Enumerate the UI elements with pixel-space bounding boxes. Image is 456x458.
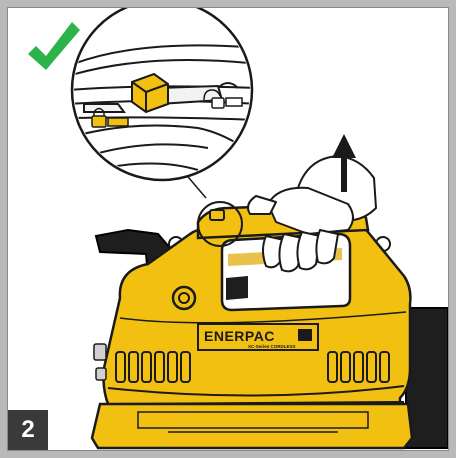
- instruction-panel: ENERPAC XC-Series CORDLESS: [7, 7, 449, 451]
- callout-detail: [68, 8, 258, 180]
- latch-slider: [132, 74, 168, 112]
- brand-plate: ENERPAC XC-Series CORDLESS: [198, 324, 318, 350]
- step-number-badge: 2: [8, 410, 48, 450]
- brand-name: ENERPAC: [204, 328, 275, 344]
- battery-pack: [406, 308, 448, 448]
- pump-illustration: ENERPAC XC-Series CORDLESS: [8, 8, 448, 450]
- right-vent-grille: [328, 352, 389, 382]
- brand-series: XC-Series CORDLESS: [248, 344, 296, 349]
- checkmark-icon: [28, 22, 80, 70]
